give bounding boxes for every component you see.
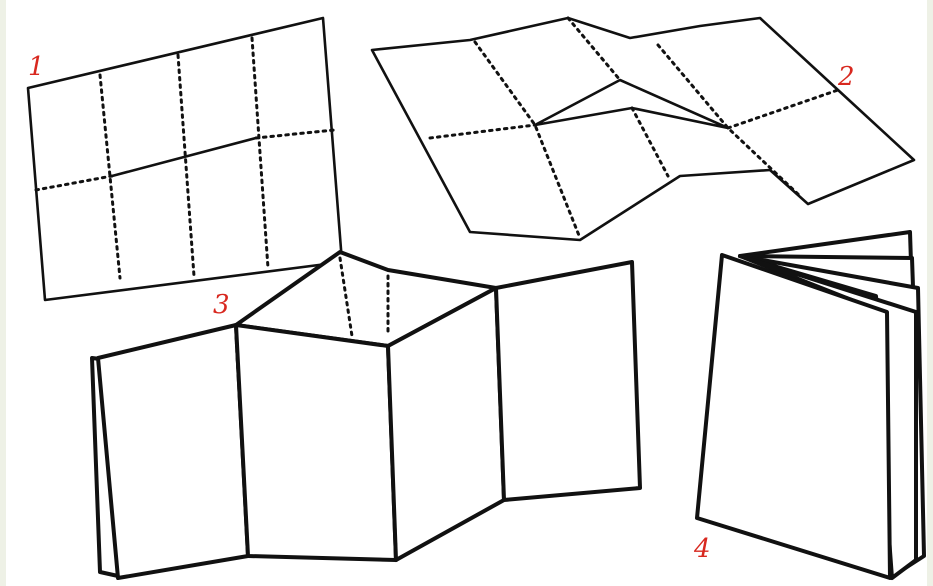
sheet-2-fold-e [430,125,535,138]
sheet-1-fold-v3 [252,38,268,268]
accordion-panel-1 [98,325,248,578]
sheet-1-fold-h-right [256,130,334,138]
step-label-2: 2 [838,64,855,90]
accordion-panel-4 [496,262,640,500]
sheet-2-fold-f [728,90,838,128]
step-2-folded-sheet [372,18,914,240]
sheet-1-fold-v2 [178,55,194,276]
sheet-1-fold-h-left [36,176,112,190]
step-3-accordion [92,252,640,578]
step-label-3: 3 [213,292,230,318]
step-1-flat-sheet [28,18,342,300]
booklet-front-cover [697,255,890,578]
accordion-panel-2 [236,325,396,560]
step-4-booklet [697,232,924,578]
step-label-4: 4 [694,536,711,562]
step-label-1: 1 [28,54,45,80]
sheet-2-fold-a [475,42,580,238]
sheet-2-fold-c [632,108,668,176]
sheet-2-inner-flap [535,80,728,128]
